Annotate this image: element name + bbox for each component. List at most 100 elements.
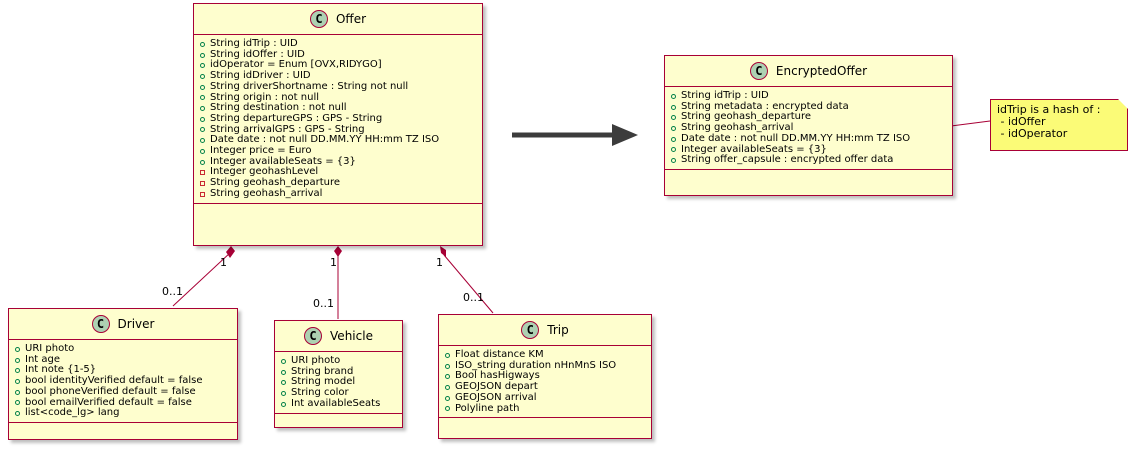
class-icon: C — [521, 321, 540, 339]
attribute-text: Date date : not null DD.MM.YY HH:mm TZ I… — [210, 134, 440, 146]
note-connector — [950, 120, 991, 127]
attribute-row: Float distance KM — [445, 349, 645, 361]
class-header: C Trip — [439, 315, 651, 346]
attribute-row: String departureGPS : GPS - String — [200, 112, 476, 125]
public-visibility-icon — [671, 136, 676, 142]
attribute-row: String geohash_arrival — [671, 122, 946, 134]
public-visibility-icon — [445, 406, 450, 412]
public-visibility-icon — [671, 115, 676, 121]
attribute-text: list<code_lg> lang — [25, 407, 120, 419]
public-visibility-icon — [200, 73, 205, 79]
multiplicity-driver-source: 1 — [220, 256, 227, 269]
attribute-row: Polyline path — [445, 403, 645, 415]
attribute-text: Integer price = Euro — [210, 145, 312, 157]
attribute-text: String idTrip : UID — [681, 90, 769, 101]
attribute-row: Integer price = Euro — [200, 145, 476, 157]
method-compartment — [439, 417, 651, 426]
attribute-text: String geohash_arrival — [681, 122, 794, 134]
public-visibility-icon — [671, 104, 676, 110]
attribute-text: String arrivalGPS : GPS - String — [210, 123, 365, 135]
private-visibility-icon — [200, 180, 205, 186]
attribute-row: Int age — [15, 353, 231, 366]
class-icon: C — [91, 315, 110, 333]
attribute-row: Int availableSeats — [281, 398, 396, 410]
class-name: Trip — [547, 323, 569, 337]
attribute-row: String idDriver : UID — [200, 70, 476, 82]
public-visibility-icon — [281, 390, 286, 396]
private-visibility-icon — [200, 170, 205, 176]
public-visibility-icon — [200, 52, 205, 58]
multiplicity-trip-target: 0..1 — [463, 291, 484, 304]
attribute-text: String idOffer : UID — [210, 48, 305, 60]
attribute-text: Date date : not null DD.MM.YY HH:mm TZ I… — [681, 132, 911, 144]
method-compartment — [665, 168, 952, 178]
class-header: C Offer — [194, 4, 482, 35]
attribute-text: String idDriver : UID — [210, 70, 311, 82]
attribute-row: String idTrip : UID — [200, 38, 476, 50]
class-icon: C — [749, 62, 768, 80]
public-visibility-icon — [15, 357, 20, 363]
attribute-row: String origin : not null — [200, 92, 476, 104]
public-visibility-icon — [671, 158, 676, 164]
public-visibility-icon — [445, 374, 450, 380]
class-header: C Driver — [9, 309, 237, 340]
attribute-text: Integer availableSeats = {3} — [210, 155, 356, 167]
public-visibility-icon — [200, 95, 205, 101]
attribute-row: String offer_capsule : encrypted offer d… — [671, 155, 946, 166]
attribute-text: Bool hasHigways — [455, 370, 540, 382]
attribute-row: String geohash_departure — [200, 177, 476, 189]
public-visibility-icon — [445, 384, 450, 390]
attribute-text: Integer geohashLevel — [210, 166, 319, 178]
class-header: C EncryptedOffer — [665, 56, 952, 87]
public-visibility-icon — [200, 159, 205, 165]
attribute-row: Bool hasHigways — [445, 371, 645, 382]
public-visibility-icon — [15, 400, 20, 406]
attribute-text: String model — [291, 376, 356, 388]
attribute-text: Float distance KM — [455, 349, 544, 360]
public-visibility-icon — [281, 380, 286, 386]
attribute-row: String driverShortname : String not null — [200, 80, 476, 93]
public-visibility-icon — [200, 106, 205, 112]
multiplicity-driver-target: 0..1 — [162, 285, 183, 298]
attribute-text: String geohash_departure — [210, 177, 341, 189]
multiplicity-vehicle-source: 1 — [330, 256, 337, 269]
attribute-text: String geohash_departure — [681, 111, 812, 123]
attribute-text: String departureGPS : GPS - String — [210, 112, 383, 124]
public-visibility-icon — [671, 125, 676, 131]
attribute-text: GEOJSON depart — [455, 381, 538, 393]
public-visibility-icon — [671, 147, 676, 153]
class-icon: C — [309, 10, 328, 28]
attribute-row: String metadata : encrypted data — [671, 101, 946, 113]
class-name: Vehicle — [330, 329, 373, 343]
attribute-text: URI photo — [291, 355, 341, 366]
public-visibility-icon — [200, 127, 205, 133]
attribute-row: bool identityVerified default = false — [15, 375, 231, 387]
note-line: - idOffer — [997, 115, 1046, 128]
multiplicity-vehicle-target: 0..1 — [313, 297, 334, 310]
public-visibility-icon — [445, 352, 450, 358]
attribute-row: String idOffer : UID — [200, 48, 476, 61]
method-compartment — [275, 412, 402, 422]
attribute-row: bool emailVerified default = false — [15, 397, 231, 409]
attribute-text: Integer availableSeats = {3} — [681, 143, 827, 155]
class-name: Offer — [335, 12, 367, 26]
public-visibility-icon — [445, 363, 450, 369]
attribute-row: String idTrip : UID — [671, 90, 946, 102]
attribute-row: list<code_lg> lang — [15, 408, 231, 419]
attribute-text: String destination : not null — [210, 102, 347, 114]
attribute-text: String geohash_arrival — [210, 187, 323, 199]
attribute-row: String geohash_arrival — [200, 187, 476, 200]
note-line: idTrip is a hash of : — [997, 103, 1101, 116]
attribute-text: String driverShortname : String not null — [210, 80, 409, 92]
public-visibility-icon — [15, 411, 20, 417]
composition-diamond-driver — [226, 246, 235, 258]
attribute-text: Int age — [25, 353, 61, 365]
method-compartment — [9, 421, 237, 431]
